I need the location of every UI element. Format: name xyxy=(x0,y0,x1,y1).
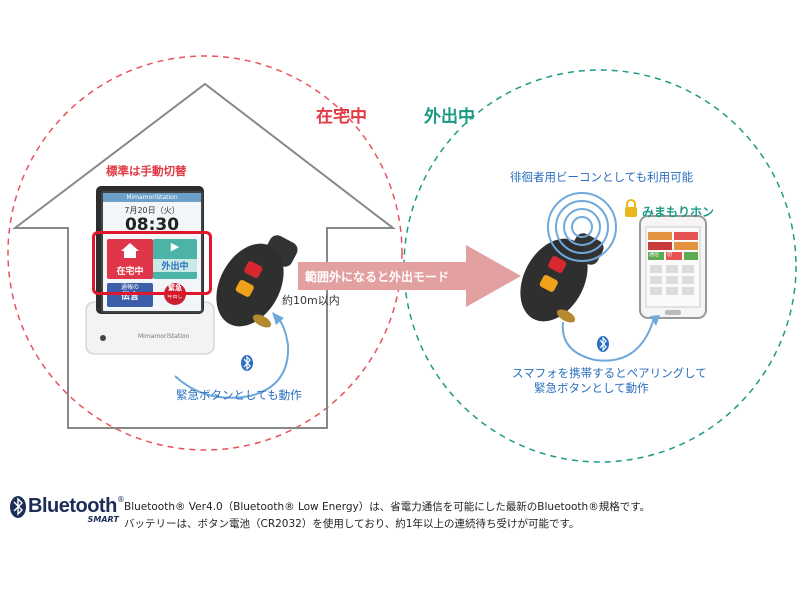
tile-at-home-label: 在宅中 xyxy=(116,267,144,277)
manual-switch-label: 標準は手動切替 xyxy=(106,164,187,178)
house-outline-icon xyxy=(12,82,396,429)
beacon-label: 徘徊者用ビーコンとしても利用可能 xyxy=(510,170,694,184)
phone-pairing-line1: スマフォを携帯するとペアリングして xyxy=(512,366,707,380)
pairing-arrowhead-away xyxy=(650,315,660,326)
tile-message-line2: 伝言 xyxy=(120,292,139,302)
station-sensor xyxy=(100,335,106,341)
tile-away-label: 外出中 xyxy=(153,259,197,272)
bluetooth-smart-logo: Bluetooth® SMART xyxy=(28,495,125,524)
bluetooth-logo-mark xyxy=(10,496,26,518)
bluetooth-smart-text: SMART xyxy=(87,515,119,524)
emergency-home-label: 緊急ボタンとしても動作 xyxy=(176,388,302,402)
range-label: 約10m以内 xyxy=(282,294,340,307)
away-zone-circle xyxy=(403,69,797,463)
tile-message[interactable]: 通報の 伝言 xyxy=(107,283,153,307)
footer-line-2: バッテリーは、ボタン電池（CR2032）を使用しており、約1年以上の連続待ち受け… xyxy=(124,518,580,530)
at-home-label: 在宅中 xyxy=(316,107,367,127)
pairing-arrowhead-home xyxy=(272,312,284,325)
tile-at-home[interactable]: 在宅中 xyxy=(107,239,153,279)
bluetooth-icon xyxy=(241,355,253,371)
smartphone-icon xyxy=(639,215,707,319)
mode-highlight-box xyxy=(92,231,212,295)
phone-key-2: 切 xyxy=(667,252,673,258)
tile-emergency-line1: 緊急 xyxy=(168,284,182,292)
home-icon-body xyxy=(124,251,136,258)
fob-device-home xyxy=(216,235,298,328)
tile-emergency-line2: 呼出し xyxy=(167,294,183,300)
pairing-arrow-away xyxy=(561,317,655,362)
walking-person-icon: ▶ xyxy=(170,240,180,253)
phone-pairing-line2: 緊急ボタンとして動作 xyxy=(534,381,649,395)
beacon-waves-icon xyxy=(547,192,617,262)
away-label: 外出中 xyxy=(424,107,475,127)
station-time: 08:30 xyxy=(124,215,180,235)
app-name-label: みまもりホン xyxy=(642,205,715,219)
guard-app-icon xyxy=(625,199,637,217)
bluetooth-icon xyxy=(597,336,609,352)
bluetooth-logo-text: Bluetooth xyxy=(28,495,117,517)
pairing-arrow-home xyxy=(174,317,290,399)
out-of-range-arrow xyxy=(298,245,521,307)
tile-away[interactable]: ▶ 外出中 xyxy=(153,239,197,279)
out-of-range-label: 範囲外になると外出モード xyxy=(305,270,450,284)
bluetooth-logo-reg: ® xyxy=(116,495,125,504)
phone-key-1: 通信 xyxy=(649,252,660,258)
station-brand: MimamoriStation xyxy=(103,193,201,202)
station-base-brand: MimamoriStation xyxy=(138,333,190,340)
station-date: 7月20日（火） xyxy=(124,206,180,215)
footer-line-1: Bluetooth® Ver4.0（Bluetooth® Low Energy）… xyxy=(124,501,651,513)
home-zone-circle xyxy=(7,55,403,451)
home-icon xyxy=(121,243,139,251)
tile-message-line1: 通報の xyxy=(120,284,139,291)
